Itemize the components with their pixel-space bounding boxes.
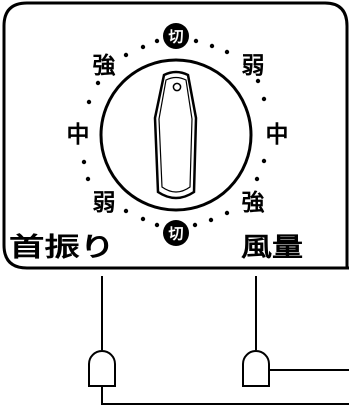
fan-speed-label: 風量: [241, 233, 303, 263]
off-label-bottom: 切: [168, 225, 183, 243]
dial-knob[interactable]: [153, 70, 198, 200]
left-weak-label: 弱: [93, 190, 116, 216]
right-medium-label: 中: [266, 122, 289, 148]
right-strong-label: 強: [242, 190, 265, 216]
connector-wires: [101, 276, 349, 405]
swing-label: 首振り: [9, 232, 115, 263]
right-weak-label: 弱: [242, 53, 265, 79]
dial-dots: [81, 38, 267, 228]
swing-connector-icon: [88, 350, 116, 387]
left-medium-label: 中: [67, 122, 90, 148]
off-label-top: 切: [168, 28, 183, 46]
fan-speed-connector-icon: [242, 350, 270, 387]
dial-knob-inner: [158, 76, 193, 193]
dial-indicator-icon: [172, 82, 182, 92]
left-strong-label: 強: [93, 53, 116, 79]
control-panel-outline: [2, 1, 349, 270]
off-badge-bottom-icon: [163, 220, 189, 246]
off-badge-top-icon: [163, 23, 189, 49]
